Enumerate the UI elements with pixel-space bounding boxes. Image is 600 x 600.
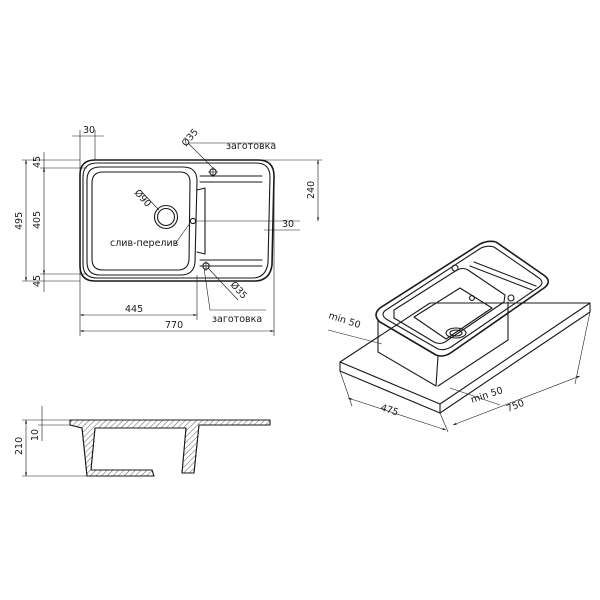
iso-bowl-bottom <box>413 287 493 340</box>
dim-line-min50-left <box>327 329 383 345</box>
dim-cabinet-depth: 475 <box>379 402 400 418</box>
sink-outer-contour <box>79 159 275 282</box>
iso-drain <box>445 327 467 339</box>
iso-tap-hole-2 <box>507 294 515 302</box>
dim-overall-depth: 210 <box>14 437 25 455</box>
section-view: 210 10 <box>14 406 271 477</box>
label-blank-bottom: заготовка <box>212 314 262 325</box>
dim-tap-hole-offset: 240 <box>306 181 317 199</box>
dim-bowl-width: 445 <box>125 304 143 315</box>
iso-sink-rim <box>375 240 550 357</box>
dim-line-475 <box>347 397 447 431</box>
top-view: 30 45 405 45 495 445 770 240 30 Ø35 заго… <box>14 125 322 336</box>
iso-bowl <box>393 267 506 345</box>
iso-bowl-body <box>377 319 439 387</box>
dim-inner-height: 405 <box>32 211 43 229</box>
drain-inner <box>156 207 176 227</box>
iso-sink-rim-inner <box>382 245 543 351</box>
dim-line-750 <box>452 375 581 426</box>
overflow-hole <box>189 217 197 225</box>
bowl-inner <box>91 171 191 271</box>
leader-overflow <box>174 222 191 245</box>
dim-bottom-band: 45 <box>32 275 43 287</box>
label-dia35-bottom: Ø35 <box>228 280 249 302</box>
dim-rim: 10 <box>30 429 41 441</box>
dim-overall-width: 770 <box>165 320 183 331</box>
dim-min-gap-left: min 50 <box>327 310 362 331</box>
dim-left-offset: 30 <box>83 125 95 136</box>
iso-view: min 50 min 50 475 750 <box>327 240 591 433</box>
label-overflow: слив-перелив <box>110 238 179 249</box>
dim-min-gap-right: min 50 <box>470 385 505 406</box>
dim-line-min50-right <box>449 387 501 406</box>
leader-blank-bottom <box>203 267 266 311</box>
leader-dia35-top <box>187 142 275 171</box>
dim-top-band: 45 <box>32 156 43 168</box>
bowl-outer <box>86 166 198 276</box>
label-blank-top: заготовка <box>226 141 276 152</box>
iso-tap-hole-1 <box>451 264 459 272</box>
leader-dia35-bottom <box>207 267 239 301</box>
dim-overall-height: 495 <box>14 212 25 230</box>
dim-overflow-offset: 30 <box>282 219 294 230</box>
label-dia35-top: Ø35 <box>180 127 201 149</box>
dim-cabinet-width: 750 <box>505 398 526 415</box>
leader-dia90 <box>139 189 160 211</box>
drain-outer <box>153 204 179 230</box>
iso-overflow <box>469 295 475 301</box>
sink-outer-contour-inner <box>82 162 271 279</box>
label-drain-dia: Ø90 <box>132 188 153 210</box>
